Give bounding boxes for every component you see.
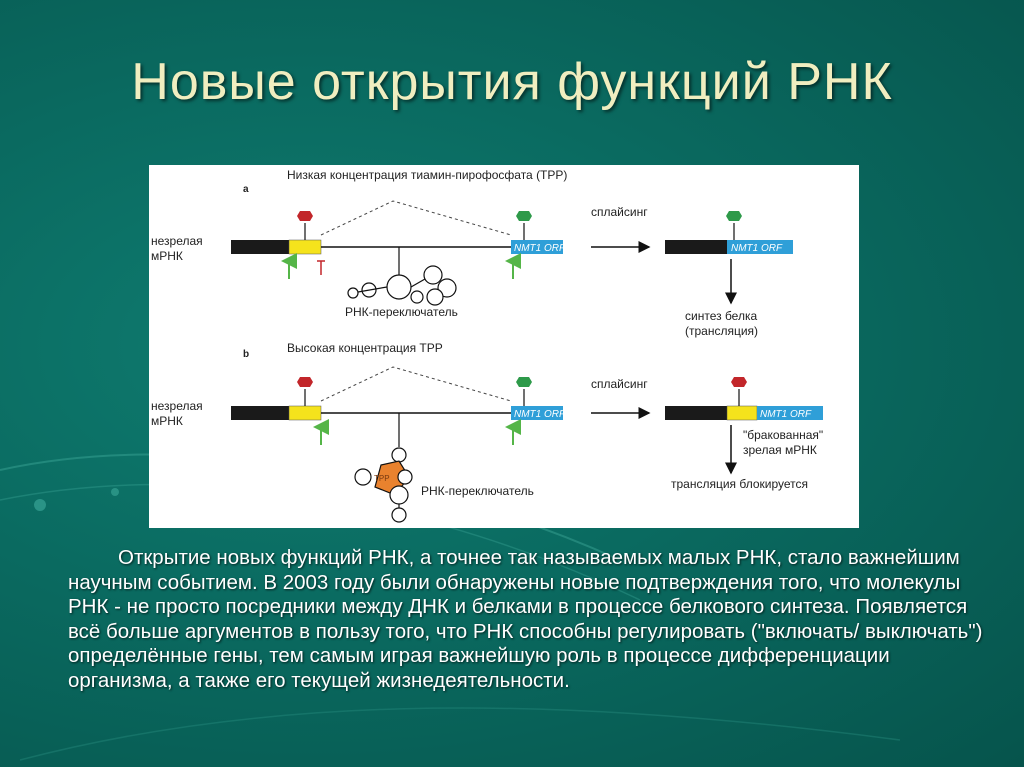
- panel-a-result-line-2: (трансляция): [685, 324, 758, 338]
- panel-a-mature-orf-label: NMT1 ORF: [731, 243, 783, 254]
- panel-b-tpp-label: ТРР: [374, 474, 390, 483]
- panel-a-stop-codon-icon: [297, 211, 313, 221]
- panel-b-stop-codon-icon: [297, 377, 313, 387]
- panel-a-exon-yellow: [288, 239, 322, 255]
- panel-b-riboswitch: [354, 413, 413, 523]
- panel-a-mature-exon-black: [665, 240, 727, 254]
- panel-a-letter: a: [243, 184, 249, 195]
- panel-a-orf-label: NMT1 ORF: [514, 243, 566, 254]
- panel-a-orf-box: [511, 240, 563, 254]
- panel-a-mature-orf-box: [727, 240, 793, 254]
- panel-b-mature-stop-codon-icon: [731, 377, 747, 387]
- panel-b-mature-orf-box: [757, 406, 823, 420]
- panel-b-orf-box: [511, 406, 563, 420]
- panel-a-start-codon-icon: [516, 211, 532, 221]
- panel-b-result-line-3: трансляция блокируется: [671, 477, 808, 491]
- body-paragraph: Открытие новых функций РНК, а точнее так…: [68, 546, 983, 692]
- panel-b-exon-black: [231, 406, 289, 420]
- panel-b-mature-exon-yellow: [726, 405, 758, 421]
- panel-a: a Низкая концентрация тиамин-пирофосфата…: [151, 168, 793, 338]
- panel-b-mature-exon-black: [665, 406, 727, 420]
- panel-b-splice-dashes: [320, 366, 512, 402]
- panel-b-immature-label-1: незрелая: [151, 399, 203, 413]
- panel-a-riboswitch: [347, 247, 457, 306]
- panel-a-immature-label-1: незрелая: [151, 234, 203, 248]
- panel-b-orf-label: NMT1 ORF: [514, 409, 566, 420]
- panel-a-splice-dashes: [320, 200, 512, 236]
- panel-b-mature-orf-label: NMT1 ORF: [760, 409, 812, 420]
- panel-b-result-line-2: зрелая мРНК: [743, 443, 817, 457]
- panel-b-splicing-label: сплайсинг: [591, 377, 648, 391]
- panel-a-switch-label: РНК-переключатель: [345, 305, 458, 319]
- panel-b-immature-label-2: мРНК: [151, 414, 183, 428]
- panel-a-mature-start-codon-icon: [726, 211, 742, 221]
- panel-b-letter: b: [243, 349, 249, 360]
- panel-b-exon-yellow: [288, 405, 322, 421]
- panel-a-splicing-label: сплайсинг: [591, 205, 648, 219]
- panel-b-switch-label: РНК-переключатель: [421, 484, 534, 498]
- panel-a-immature-label-2: мРНК: [151, 249, 183, 263]
- slide-title: Новые открытия функций РНК: [131, 53, 893, 111]
- rna-riboswitch-figure: a Низкая концентрация тиамин-пирофосфата…: [149, 165, 859, 528]
- panel-a-result-line-1: синтез белка: [685, 309, 757, 323]
- panel-a-heading: Низкая концентрация тиамин-пирофосфата (…: [287, 168, 567, 182]
- panel-a-exon-black: [231, 240, 289, 254]
- panel-b: b Высокая концентрация ТРР незрелая мРНК…: [151, 341, 823, 523]
- panel-b-start-codon-icon: [516, 377, 532, 387]
- panel-b-result-line-1: "бракованная": [743, 428, 823, 442]
- panel-b-heading: Высокая концентрация ТРР: [287, 341, 443, 355]
